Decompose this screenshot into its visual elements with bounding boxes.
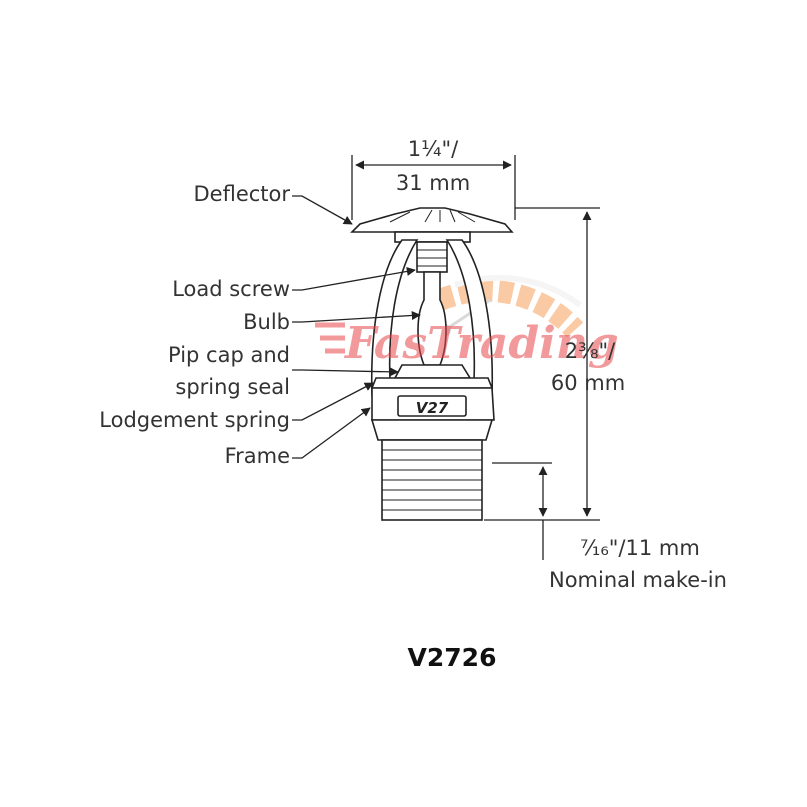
label-pip-cap-1: Pip cap and bbox=[168, 343, 290, 367]
label-bulb: Bulb bbox=[243, 310, 290, 334]
lodgement-spring-part bbox=[370, 377, 494, 389]
makein-value-label: ⁷⁄₁₆"/11 mm bbox=[580, 536, 700, 560]
label-lodgement-spring: Lodgement spring bbox=[99, 408, 290, 432]
label-load-screw: Load screw bbox=[172, 277, 290, 301]
watermark-speed-lines bbox=[315, 322, 345, 354]
label-deflector: Deflector bbox=[194, 182, 291, 206]
watermark-text: FasTrading bbox=[343, 318, 619, 369]
height-inch-label: 2⅜"/ bbox=[565, 339, 616, 363]
height-mm-label: 60 mm bbox=[551, 371, 625, 395]
frame-arms bbox=[370, 239, 419, 397]
width-mm-label: 31 mm bbox=[396, 171, 470, 195]
load-screw-part bbox=[416, 241, 448, 273]
makein-dimension bbox=[492, 462, 552, 560]
sprinkler-drawing: V27 bbox=[350, 207, 514, 521]
deflector-part bbox=[350, 207, 514, 233]
width-inch-label: 1¼"/ bbox=[408, 137, 459, 161]
callout-leaders bbox=[292, 195, 421, 459]
width-dimension bbox=[351, 155, 516, 220]
model-title: V2726 bbox=[408, 643, 497, 672]
body-marking: V27 bbox=[416, 399, 449, 417]
label-frame: Frame bbox=[225, 444, 290, 468]
makein-text-label: Nominal make-in bbox=[549, 568, 727, 592]
label-pip-cap-2: spring seal bbox=[175, 375, 290, 399]
height-dimension bbox=[484, 207, 600, 521]
